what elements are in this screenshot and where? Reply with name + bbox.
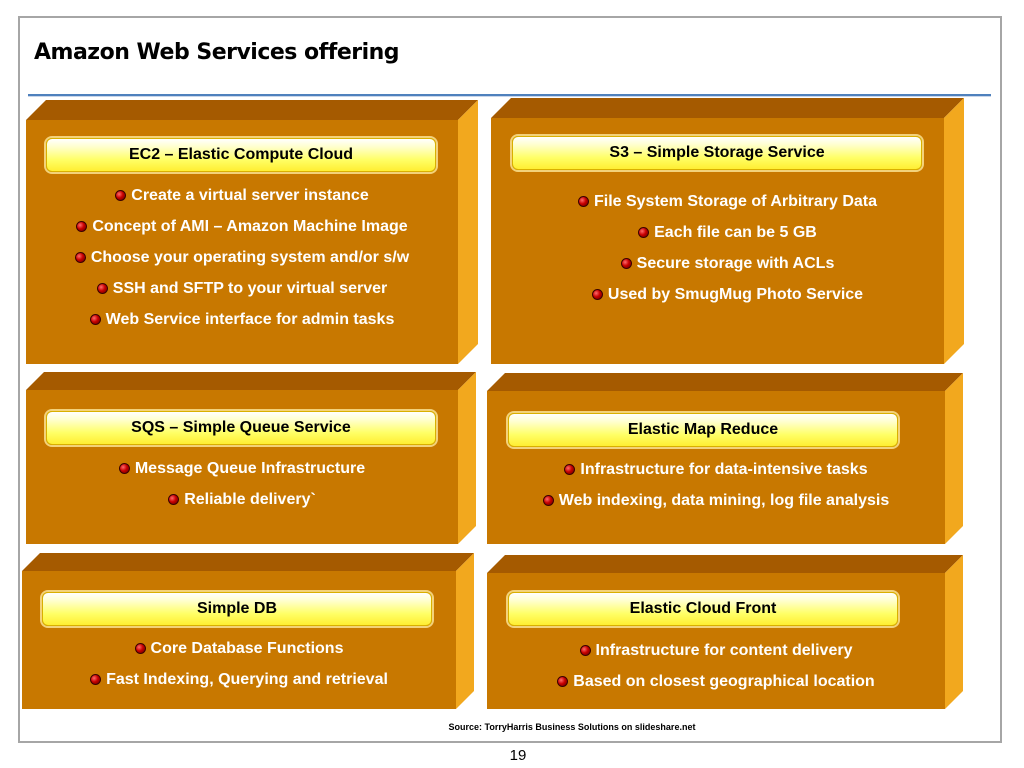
feature-item: Fast Indexing, Querying and retrieval <box>22 669 456 700</box>
feature-list: Message Queue Infrastructure Reliable de… <box>26 458 458 520</box>
bullet-icon <box>76 221 88 232</box>
feature-item: Infrastructure for content delivery <box>487 640 945 671</box>
title-divider <box>28 94 991 97</box>
feature-item: SSH and SFTP to your virtual server <box>26 278 458 309</box>
service-heading: S3 – Simple Storage Service <box>512 136 922 170</box>
service-heading: EC2 – Elastic Compute Cloud <box>46 138 436 172</box>
feature-list: Infrastructure for data-intensive tasks … <box>487 459 945 521</box>
bullet-icon <box>564 464 576 475</box>
bullet-icon <box>591 289 603 300</box>
bullet-icon <box>638 227 650 238</box>
feature-list: Infrastructure for content delivery Base… <box>487 640 945 702</box>
service-heading-label: S3 – Simple Storage Service <box>609 144 825 161</box>
feature-item: Secure storage with ACLs <box>491 253 964 284</box>
bullet-icon <box>134 643 146 654</box>
bullet-icon <box>96 283 108 294</box>
feature-item: Used by SmugMug Photo Service <box>491 284 964 315</box>
service-heading: Elastic Map Reduce <box>508 413 898 447</box>
feature-item: Create a virtual server instance <box>26 185 458 216</box>
slide-frame <box>18 16 1002 743</box>
feature-item: File System Storage of Arbitrary Data <box>491 191 964 222</box>
bullet-icon <box>620 258 632 269</box>
feature-item: Choose your operating system and/or s/w <box>26 247 458 278</box>
bullet-icon <box>577 196 589 207</box>
service-heading-label: Elastic Cloud Front <box>629 600 777 617</box>
bullet-icon <box>579 645 591 656</box>
feature-item: Infrastructure for data-intensive tasks <box>487 459 945 490</box>
bullet-icon <box>118 463 130 474</box>
bullet-icon <box>89 314 101 325</box>
bullet-icon <box>115 190 127 201</box>
service-heading: Elastic Cloud Front <box>508 592 898 626</box>
feature-item: Reliable delivery` <box>26 489 458 520</box>
service-heading: SQS – Simple Queue Service <box>46 411 436 445</box>
bullet-icon <box>90 674 102 685</box>
page-number: 19 <box>509 747 527 764</box>
bullet-icon <box>557 676 569 687</box>
feature-item: Each file can be 5 GB <box>491 222 964 253</box>
bullet-icon <box>74 252 86 263</box>
feature-item: Based on closest geographical location <box>487 671 945 702</box>
slide-title: Amazon Web Services offering <box>34 40 400 65</box>
bullet-icon <box>168 494 180 505</box>
bullet-icon <box>542 495 554 506</box>
service-heading-label: EC2 – Elastic Compute Cloud <box>128 146 354 163</box>
service-heading: Simple DB <box>42 592 432 626</box>
source-citation: Source: TorryHarris Business Solutions o… <box>448 722 696 732</box>
feature-item: Core Database Functions <box>22 638 456 669</box>
service-heading-label: SQS – Simple Queue Service <box>131 419 351 436</box>
feature-item: Web Service interface for admin tasks <box>26 309 458 340</box>
feature-item: Web indexing, data mining, log file anal… <box>487 490 945 521</box>
feature-list: File System Storage of Arbitrary Data Ea… <box>491 191 964 315</box>
feature-list: Core Database Functions Fast Indexing, Q… <box>22 638 456 700</box>
service-heading-label: Elastic Map Reduce <box>627 421 779 438</box>
service-heading-label: Simple DB <box>196 600 277 617</box>
feature-item: Concept of AMI – Amazon Machine Image <box>26 216 458 247</box>
feature-list: Create a virtual server instance Concept… <box>26 185 458 340</box>
feature-item: Message Queue Infrastructure <box>26 458 458 489</box>
